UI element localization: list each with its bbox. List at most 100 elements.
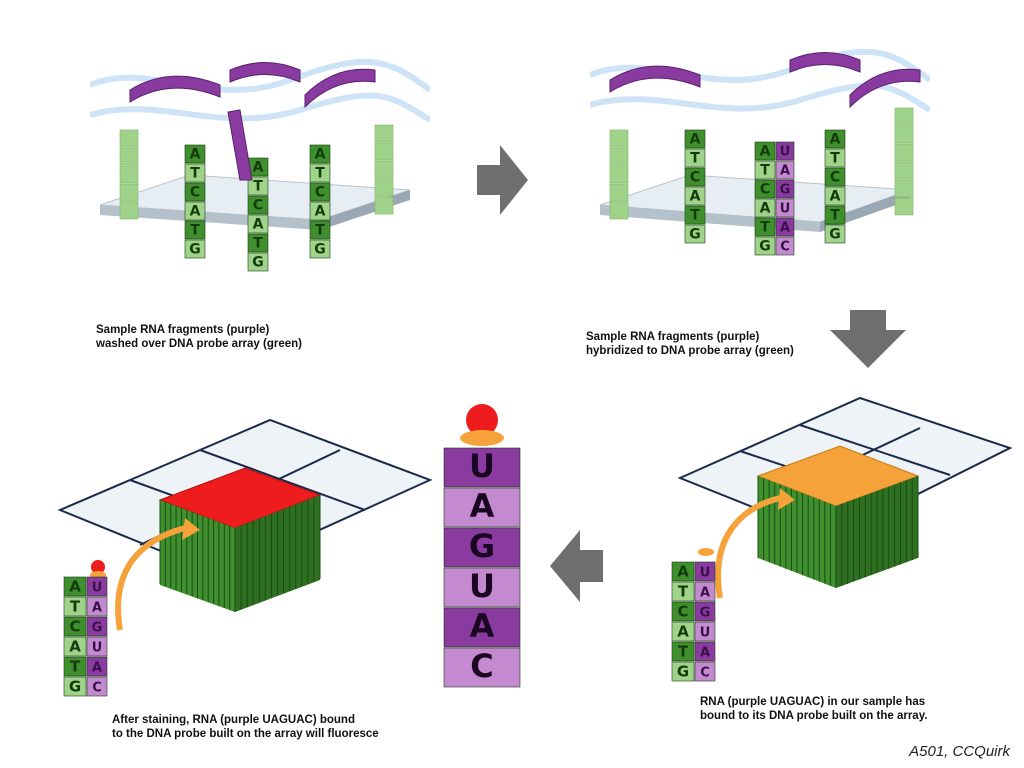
- caption-panel2: Sample RNA fragments (purple) hybridized…: [586, 330, 794, 358]
- caption-line: Sample RNA fragments (purple): [586, 331, 760, 343]
- base-letter: A: [470, 607, 495, 645]
- base-letter: A: [830, 132, 841, 148]
- base-letter: A: [92, 660, 102, 675]
- base-block: [775, 179, 795, 199]
- base-block: [184, 239, 206, 259]
- base-block: [775, 217, 795, 237]
- base-letter: T: [315, 223, 325, 239]
- base-block: [754, 217, 776, 237]
- base-block: [309, 144, 331, 164]
- base-letter: G: [252, 255, 264, 271]
- base-letter: A: [677, 622, 689, 640]
- arrow-right-icon: [477, 145, 528, 215]
- base-block: [775, 198, 795, 218]
- base-letter: T: [253, 179, 263, 195]
- arrow-down-icon: [830, 310, 906, 368]
- base-block: [775, 236, 795, 256]
- base-letter: G: [314, 242, 326, 258]
- base-block: [443, 567, 521, 608]
- base-block: [443, 447, 521, 488]
- base-letter: A: [190, 204, 201, 220]
- base-letter: C: [690, 170, 700, 186]
- base-block: [86, 576, 108, 597]
- base-letter: C: [315, 185, 325, 201]
- base-letter: A: [700, 585, 710, 600]
- base-block: [63, 576, 87, 597]
- base-block: [694, 561, 716, 582]
- base-block: [63, 656, 87, 677]
- base-letter: U: [92, 640, 103, 655]
- base-letter: C: [830, 170, 840, 186]
- base-letter: T: [70, 657, 81, 675]
- base-block: [775, 141, 795, 161]
- base-letter: T: [830, 208, 840, 224]
- base-letter: T: [690, 151, 700, 167]
- empty-probe-column: [609, 129, 629, 220]
- base-letter: A: [315, 147, 326, 163]
- caption-line: hybridized to DNA probe array (green): [586, 345, 794, 357]
- base-block: [684, 167, 706, 187]
- panel-bound: [677, 396, 1013, 599]
- base-letter: G: [469, 527, 495, 565]
- base-block: [754, 236, 776, 256]
- base-block: [443, 487, 521, 528]
- base-letter: U: [92, 580, 103, 595]
- base-block: [684, 224, 706, 244]
- base-letter: A: [69, 577, 81, 595]
- base-letter: G: [689, 227, 701, 243]
- base-block: [86, 656, 108, 677]
- base-letter: A: [69, 637, 81, 655]
- base-letter: T: [678, 642, 689, 660]
- base-letter: C: [700, 665, 710, 680]
- base-block: [694, 621, 716, 642]
- base-letter: A: [830, 189, 841, 205]
- base-letter: T: [190, 223, 200, 239]
- base-block: [63, 596, 87, 617]
- base-block: [671, 561, 695, 582]
- curved-arrow-icon: [715, 495, 781, 599]
- base-block: [694, 601, 716, 622]
- base-letter: T: [830, 151, 840, 167]
- base-letter: T: [315, 166, 325, 182]
- base-letter: A: [677, 562, 689, 580]
- base-letter: G: [780, 183, 791, 198]
- rna-column-large: UAGUAC: [443, 404, 521, 688]
- base-letter: A: [760, 201, 771, 217]
- base-letter: T: [678, 582, 689, 600]
- base-letter: U: [780, 202, 791, 217]
- caption-line: After staining, RNA (purple UAGUAC) boun…: [112, 714, 355, 726]
- base-letter: G: [92, 620, 103, 635]
- base-letter: A: [92, 600, 102, 615]
- base-block: [754, 198, 776, 218]
- base-block: [86, 636, 108, 657]
- caption-panel4: After staining, RNA (purple UAGUAC) boun…: [112, 713, 379, 741]
- rna-blocks: UAGUAC: [443, 447, 521, 688]
- base-letter: G: [829, 227, 841, 243]
- base-block: [184, 163, 206, 183]
- base-block: [86, 596, 108, 617]
- base-block: [671, 601, 695, 622]
- base-letter: C: [677, 602, 688, 620]
- base-block: [309, 239, 331, 259]
- rna-hybrid: UAGUAC: [775, 141, 795, 256]
- base-block: [694, 661, 716, 682]
- base-block: [86, 616, 108, 637]
- base-block: [247, 233, 269, 253]
- base-block: [824, 167, 846, 187]
- caption-line: washed over DNA probe array (green): [96, 338, 302, 350]
- base-block: [63, 636, 87, 657]
- base-block: [309, 220, 331, 240]
- base-letter: A: [760, 144, 771, 160]
- credit-label: A501, CCQuirk: [909, 743, 1010, 760]
- base-block: [754, 179, 776, 199]
- base-block: [184, 201, 206, 221]
- probe-block: [158, 467, 322, 612]
- base-letter: U: [469, 447, 495, 485]
- probe-block: [756, 445, 920, 588]
